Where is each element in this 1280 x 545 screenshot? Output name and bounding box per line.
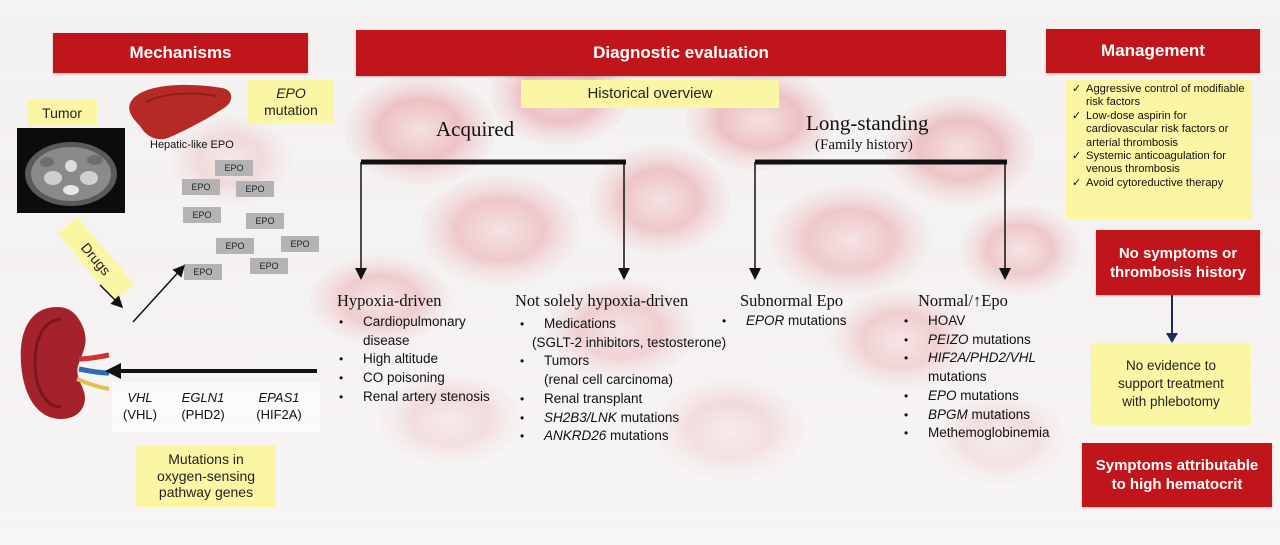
kidney-image [20, 307, 110, 419]
epo-mutation-box: EPO mutation [248, 80, 334, 123]
list-item: BPGM mutations [900, 406, 1075, 425]
subnormal-epo-title: Subnormal Epo [740, 291, 844, 310]
hypoxia-driven-list: Cardiopulmonary disease High altitude CO… [335, 313, 495, 407]
list-item: HOAV [900, 312, 1075, 331]
mutations-word: mutations [610, 428, 669, 444]
tumors-text: Tumors [544, 353, 590, 369]
tumor-label: Tumor [27, 100, 97, 126]
protein-name: (PHD2) [181, 407, 225, 422]
ct-scan-image [17, 128, 125, 213]
epo-chip: EPO [215, 160, 253, 176]
list-item: Medications (SGLT-2 inhibitors, testoste… [516, 315, 776, 352]
not-solely-hypoxia-list: Medications (SGLT-2 inhibitors, testoste… [516, 315, 776, 446]
list-item: PEIZO mutations [900, 331, 1075, 350]
normal-prefix: Normal/ [918, 291, 973, 310]
gene-symbol: BPGM [928, 406, 968, 422]
list-item: EPOR mutations [718, 312, 878, 331]
mechanisms-header: Mechanisms [53, 33, 308, 73]
gene-symbol: SH2B3/LNK [544, 409, 617, 425]
medications-text: Medications [544, 316, 617, 331]
hypoxia-driven-title: Hypoxia-driven [337, 291, 442, 310]
management-checklist: Aggressive control of modifiable risk fa… [1068, 83, 1252, 191]
epo-chip: EPO [216, 238, 254, 254]
list-item: High altitude [335, 350, 495, 369]
epo-chip: EPO [250, 258, 288, 274]
liver-image [129, 84, 232, 140]
mutations-word: mutations [788, 313, 847, 328]
normal-epo-list: HOAV PEIZO mutations HIF2A/PHD2/VHL mutat… [900, 312, 1075, 443]
list-item: EPO mutations [900, 387, 1075, 406]
list-item: Renal transplant [516, 390, 776, 409]
oxygen-sensing-pathway-label: Mutations in oxygen-sensing pathway gene… [136, 445, 276, 507]
check-item: Aggressive control of modifiable risk fa… [1068, 83, 1252, 110]
mutations-word: mutations [928, 369, 987, 385]
management-header: Management [1046, 29, 1260, 73]
management-arrow [1166, 295, 1178, 343]
epo-chip: EPO [183, 207, 221, 223]
check-item: Systemic anticoagulation for venous thro… [1068, 150, 1252, 177]
epo-chip: EPO [184, 264, 222, 280]
gene-box [112, 382, 320, 432]
check-item: Avoid cytoreductive therapy [1068, 177, 1252, 191]
list-item: Cardiopulmonary disease [335, 313, 495, 350]
gene-symbol: HIF2A/PHD2/VHL [928, 350, 1037, 366]
mutations-word: mutations [972, 331, 1031, 347]
list-item: Methemoglobinemia [900, 424, 1075, 443]
long-standing-label: Long-standing [806, 111, 929, 135]
diagnostic-brackets [355, 159, 1011, 280]
gene-symbol: VHL [127, 390, 153, 405]
no-evidence-box: No evidence to support treatment with ph… [1091, 343, 1251, 425]
gene-symbol: EPO [928, 387, 957, 403]
diagnostic-evaluation-header: Diagnostic evaluation [356, 30, 1006, 76]
gene-egln1: EGLN1 (PHD2) [181, 389, 225, 423]
family-history-label: (Family history) [815, 137, 913, 153]
epo-chip: EPO [281, 236, 319, 252]
gene-symbol: EGLN1 [181, 390, 225, 405]
gene-symbol: PEIZO [928, 331, 969, 347]
acquired-label: Acquired [436, 117, 515, 141]
mutations-word: mutations [971, 406, 1031, 422]
tumors-detail: (renal cell carcinoma) [544, 372, 674, 388]
check-item: Low-dose aspirin for cardiovascular risk… [1068, 110, 1252, 150]
epo-chip: EPO [182, 179, 220, 195]
protein-name: (HIF2A) [256, 407, 302, 422]
list-item: ANKRD26 mutations [516, 427, 776, 446]
mutations-word: mutations [620, 409, 680, 425]
epo-suffix: Epo [981, 291, 1008, 310]
up-arrow-icon: ↑ [973, 291, 982, 310]
epo-gene-text: EPO [276, 84, 306, 101]
hepatic-epo-label: Hepatic-like EPO [150, 139, 234, 151]
medications-detail: (SGLT-2 inhibitors, testosterone) [532, 334, 727, 350]
subnormal-epo-list: EPOR mutations [718, 312, 878, 331]
no-symptoms-box: No symptoms or thrombosis history [1096, 230, 1260, 295]
list-item: SH2B3/LNK mutations [516, 409, 776, 428]
epo-chip: EPO [246, 213, 284, 229]
list-item: CO poisoning [335, 369, 495, 388]
protein-name: (VHL) [123, 407, 157, 422]
list-item: Tumors (renal cell carcinoma) [516, 352, 776, 389]
not-solely-hypoxia-title: Not solely hypoxia-driven [515, 291, 689, 310]
mutation-arrow [105, 363, 317, 379]
gene-symbol: EPAS1 [258, 390, 300, 405]
symptoms-box: Symptoms attributable to high hematocrit [1082, 443, 1272, 507]
mutation-text: mutation [264, 101, 318, 118]
historical-overview-label: Historical overview [521, 80, 779, 108]
mechanism-arrows [99, 264, 186, 323]
gene-vhl: VHL (VHL) [118, 389, 162, 423]
list-item: Renal artery stenosis [335, 388, 495, 407]
normal-epo-title: Normal/↑Epo [918, 291, 1008, 311]
mutations-word: mutations [960, 387, 1019, 403]
gene-symbol: ANKRD26 [544, 428, 607, 444]
gene-epas1: EPAS1 (HIF2A) [254, 389, 304, 423]
epo-chip: EPO [236, 181, 274, 197]
gene-symbol: EPOR [746, 313, 785, 328]
list-item: HIF2A/PHD2/VHL mutations [900, 349, 1075, 386]
